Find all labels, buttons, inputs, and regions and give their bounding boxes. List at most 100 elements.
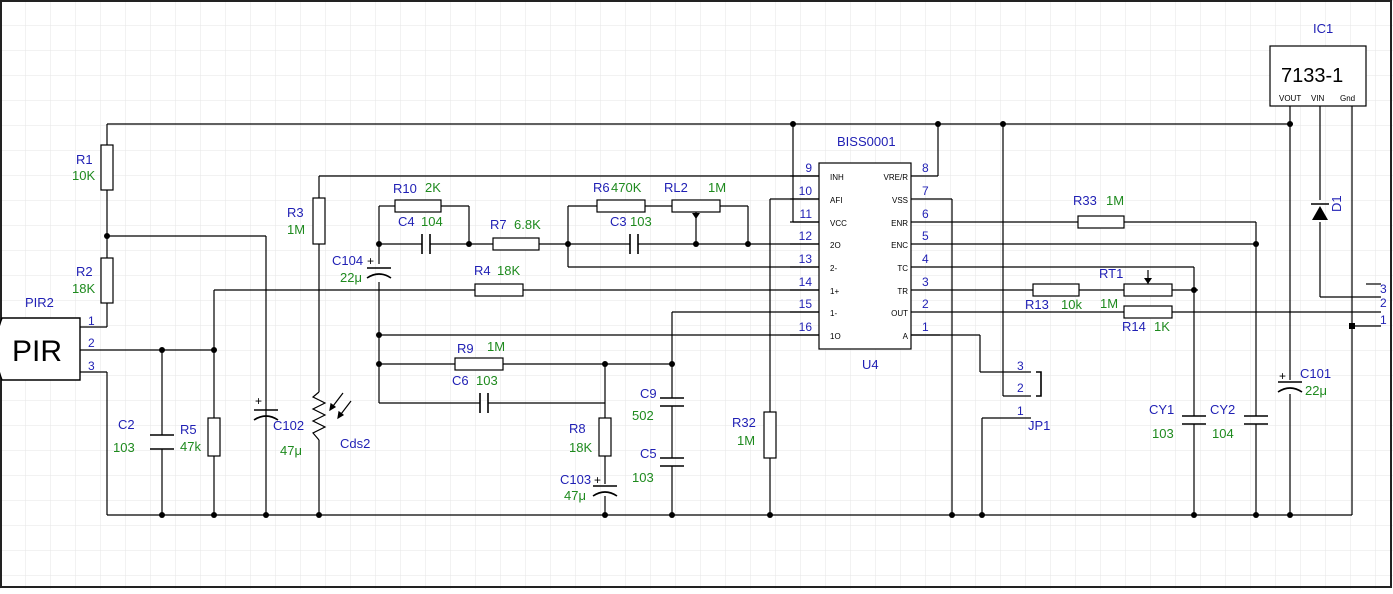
- r3-ref: R3: [287, 205, 304, 220]
- jp1-bracket: [1036, 371, 1042, 397]
- u4-ref: U4: [862, 357, 879, 372]
- ic1-gnd: Gnd: [1340, 94, 1355, 103]
- r32-ref: R32: [732, 415, 756, 430]
- r1-value: 10K: [72, 168, 95, 183]
- jp1-ref: JP1: [1028, 418, 1050, 433]
- u4-pin-name-14: 1+: [830, 287, 839, 296]
- r6-value: 470K: [611, 180, 642, 195]
- r33-value: 1M: [1106, 193, 1124, 208]
- svg-text:+: +: [367, 254, 374, 268]
- u4-pin-name-5: ENC: [891, 241, 908, 250]
- c6-ref: C6: [452, 373, 469, 388]
- c104-value: 22μ: [340, 270, 362, 285]
- u4-pin-name-11: VCC: [830, 219, 847, 228]
- pir-pin-1: 1: [88, 314, 95, 328]
- jp-pin-2: 2: [1017, 381, 1024, 395]
- r5-ref: R5: [180, 422, 197, 437]
- u4-pin-number-16: 16: [799, 320, 813, 334]
- d1-ref: D1: [1329, 195, 1344, 212]
- resistor-bodies: [100, 144, 1173, 459]
- c103-ref: C103: [560, 472, 591, 487]
- jp-pin-1: 1: [1017, 404, 1024, 418]
- c101-ref: C101: [1300, 366, 1331, 381]
- rt1-ref: RT1: [1099, 266, 1123, 281]
- rt1-value: 1M: [1100, 296, 1118, 311]
- cy2-ref: CY2: [1210, 402, 1235, 417]
- ic1-vout: VOUT: [1279, 94, 1301, 103]
- ic1-ref: IC1: [1313, 21, 1333, 36]
- d1-diode: [1311, 203, 1329, 220]
- rl2-value: 1M: [708, 180, 726, 195]
- jp-pin-3: 3: [1017, 359, 1024, 373]
- r2-body: [100, 257, 114, 304]
- pir-sensor: [0, 317, 81, 381]
- pir-pin-3: 3: [88, 359, 95, 373]
- c4-ref: C4: [398, 214, 415, 229]
- cds2-ref: Cds2: [340, 436, 370, 451]
- junction-dots: [104, 121, 1355, 518]
- r14-ref: R14: [1122, 319, 1146, 334]
- r9-ref: R9: [457, 341, 474, 356]
- u4-pin-name-4: TC: [897, 264, 908, 273]
- r32-value: 1M: [737, 433, 755, 448]
- pir2-body: PIR: [12, 335, 62, 368]
- r33-body: [1077, 215, 1125, 229]
- connector-pin-3: 3: [1380, 282, 1387, 296]
- r33-ref: R33: [1073, 193, 1097, 208]
- c101-value: 22μ: [1305, 383, 1327, 398]
- r3-value: 1M: [287, 222, 305, 237]
- u4-pin-number-5: 5: [922, 229, 929, 243]
- u4-pin-number-1: 1: [922, 320, 929, 334]
- r8-ref: R8: [569, 421, 586, 436]
- u4-pin-number-10: 10: [799, 184, 813, 198]
- u4-pin-number-8: 8: [922, 161, 929, 175]
- ic1-body: [1269, 45, 1367, 107]
- r7-body: [492, 237, 540, 251]
- cy1-ref: CY1: [1149, 402, 1174, 417]
- rt1-wiper: [1144, 278, 1152, 284]
- u4-pin-stubs: [790, 175, 940, 336]
- u4-pin-number-13: 13: [799, 252, 813, 266]
- r10-value: 2K: [425, 180, 441, 195]
- r10-ref: R10: [393, 181, 417, 196]
- r9-body: [454, 357, 504, 371]
- r2-value: 18K: [72, 281, 95, 296]
- r8-value: 18K: [569, 440, 592, 455]
- u4-pin-name-8: VRE/R: [884, 173, 909, 182]
- r7-ref: R7: [490, 217, 507, 232]
- c2-value: 103: [113, 440, 135, 455]
- connector-pin-1: 1: [1380, 313, 1387, 327]
- ic1-part: 7133-1: [1281, 65, 1343, 87]
- r5-value: 47k: [180, 439, 201, 454]
- r10-body: [394, 199, 442, 213]
- r1-body: [100, 144, 114, 191]
- c2-ref: C2: [118, 417, 135, 432]
- c104-ref: C104: [332, 253, 363, 268]
- rl2-wiper: [692, 213, 700, 219]
- pir-pin-2: 2: [88, 336, 95, 350]
- r13-ref: R13: [1025, 297, 1049, 312]
- pir2-ref: PIR2: [25, 295, 54, 310]
- r4-value: 18K: [497, 263, 520, 278]
- cy2-value: 104: [1212, 426, 1234, 441]
- u4-pin-number-7: 7: [922, 184, 929, 198]
- r6-body: [596, 199, 646, 213]
- r3-body: [312, 197, 326, 245]
- u4-pin-number-2: 2: [922, 297, 929, 311]
- r14-value: 1K: [1154, 319, 1170, 334]
- cy1-value: 103: [1152, 426, 1174, 441]
- u4-pin-number-9: 9: [805, 161, 812, 175]
- capacitor-plates: [150, 234, 1268, 467]
- r13-body: [1032, 283, 1080, 297]
- rl2-ref: RL2: [664, 180, 688, 195]
- ic1-vin: VIN: [1311, 94, 1325, 103]
- c103-value: 47μ: [564, 488, 586, 503]
- u4-pin-name-1: A: [903, 332, 909, 341]
- r7-value: 6.8K: [514, 217, 541, 232]
- rt1-body: [1123, 283, 1173, 297]
- c9-ref: C9: [640, 386, 657, 401]
- r1-ref: R1: [76, 152, 93, 167]
- r8-body: [598, 417, 612, 457]
